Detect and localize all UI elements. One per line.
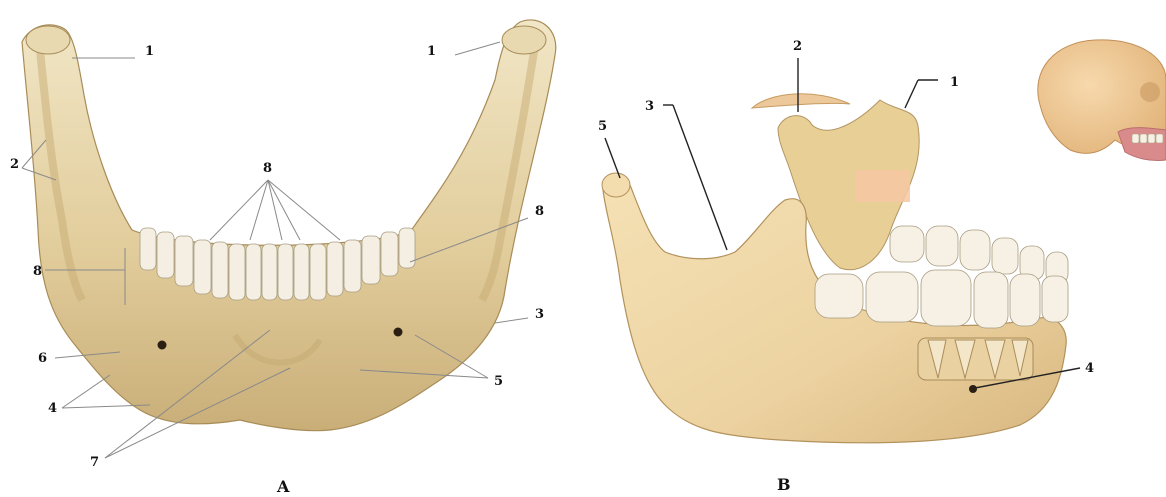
label-a-3: 3 <box>535 307 544 322</box>
skull-orbit <box>1140 82 1160 102</box>
label-a-8-left: 8 <box>33 264 42 279</box>
mental-foramen-right <box>394 328 403 337</box>
label-a-6: 6 <box>38 351 47 366</box>
label-a-2: 2 <box>10 157 19 172</box>
label-a-5: 5 <box>494 374 503 389</box>
label-b-3: 3 <box>645 99 654 114</box>
label-a-7: 7 <box>90 455 99 470</box>
mental-foramen-left <box>158 341 167 350</box>
label-b-2: 2 <box>793 39 802 54</box>
label-b-5: 5 <box>598 119 607 134</box>
skull-jaw-highlight <box>1118 128 1166 161</box>
condyle-left <box>26 26 70 54</box>
label-b-4: 4 <box>1085 361 1094 376</box>
label-a-1-right: 1 <box>427 44 436 59</box>
articular-eminence <box>752 94 850 108</box>
label-a-1-left: 1 <box>145 44 154 59</box>
panel-b-mandible-lateral-view: 2 1 3 5 4 B <box>598 39 1094 494</box>
caption-a: A <box>276 477 290 496</box>
panel-a-mandible-front-view: 1 1 2 8 8 8 6 4 7 3 5 A <box>10 20 556 496</box>
skull-thumbnail <box>1038 40 1166 161</box>
caption-b: B <box>777 475 791 494</box>
label-a-4: 4 <box>48 401 57 416</box>
condyle-right <box>502 26 546 54</box>
label-b-1: 1 <box>950 75 959 90</box>
label-a-8-right: 8 <box>535 204 544 219</box>
mental-foramen-lateral <box>969 385 977 393</box>
condyle-lateral <box>602 173 630 197</box>
maxilla-highlight <box>855 170 910 202</box>
label-a-8-top: 8 <box>263 161 272 176</box>
